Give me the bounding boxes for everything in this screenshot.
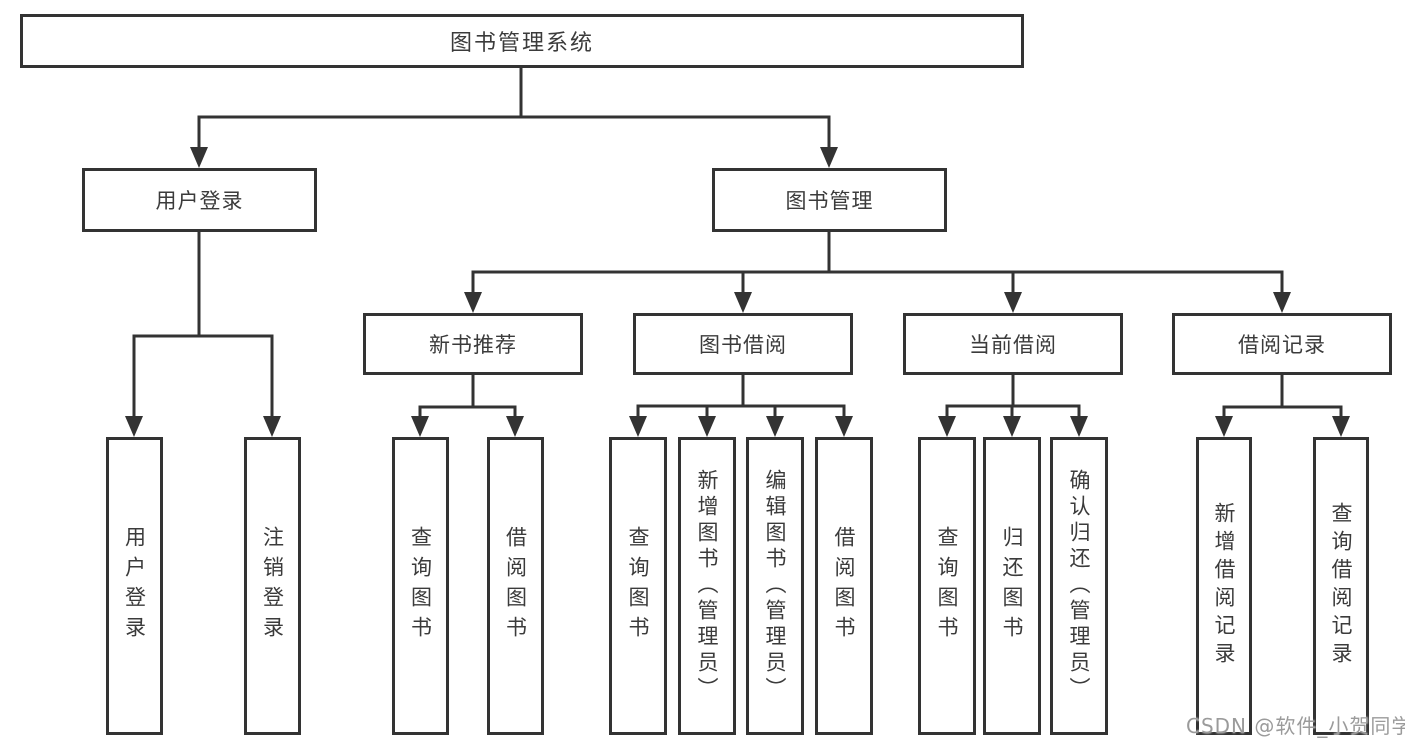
node-book-mgmt-branch: 图书管理 — [712, 168, 947, 232]
arrowheads-level2 — [190, 147, 838, 168]
node-book-mgmt-branch-label: 图书管理 — [785, 189, 874, 213]
connector-root-to-level2 — [197, 68, 831, 151]
leaf-current-return-books-label: 归还图书 — [1000, 526, 1024, 646]
leaf-borrow-edit-books-admin-label: 编辑图书（管理员） — [763, 469, 787, 703]
leaf-records-query-record-label: 查询借阅记录 — [1329, 502, 1353, 670]
leaf-logout: 注销登录 — [244, 437, 301, 735]
leaf-records-add-record: 新增借阅记录 — [1196, 437, 1252, 735]
leaf-borrow-query-books: 查询图书 — [609, 437, 667, 735]
connector-user-login-to-leaves — [132, 232, 274, 420]
node-current-borrow: 当前借阅 — [903, 313, 1123, 375]
leaf-current-query-books-label: 查询图书 — [935, 526, 959, 646]
node-new-book-rec: 新书推荐 — [363, 313, 583, 375]
leaf-borrow-borrow-books: 借阅图书 — [815, 437, 873, 735]
leaf-records-query-record: 查询借阅记录 — [1313, 437, 1369, 735]
node-book-borrow: 图书借阅 — [633, 313, 853, 375]
arrowheads-level3 — [464, 292, 1291, 313]
arrowheads-user-login-leaves — [125, 416, 281, 437]
node-borrow-records: 借阅记录 — [1172, 313, 1392, 375]
node-root-label: 图书管理系统 — [449, 31, 594, 56]
node-new-book-rec-label: 新书推荐 — [429, 333, 517, 357]
leaf-user-login-label: 用户登录 — [122, 526, 147, 646]
csdn-watermark: CSDN @软件_小贺同学 — [1186, 714, 1405, 738]
leaf-newbook-borrow-books: 借阅图书 — [487, 437, 544, 735]
leaf-current-return-books: 归还图书 — [983, 437, 1041, 735]
connector-book-mgmt-to-level3 — [471, 232, 1284, 296]
node-current-borrow-label: 当前借阅 — [969, 333, 1057, 357]
node-book-borrow-label: 图书借阅 — [699, 333, 787, 357]
leaf-user-login: 用户登录 — [106, 437, 163, 735]
node-user-login-branch: 用户登录 — [82, 168, 317, 232]
arrowheads-current-borrow-leaves — [938, 416, 1088, 437]
connector-new-book-rec-to-leaves — [418, 375, 517, 420]
connector-book-borrow-to-leaves — [636, 375, 846, 420]
leaf-borrow-borrow-books-label: 借阅图书 — [832, 526, 856, 646]
node-root-library-system: 图书管理系统 — [20, 14, 1024, 68]
leaf-current-query-books: 查询图书 — [918, 437, 976, 735]
leaf-records-add-record-label: 新增借阅记录 — [1212, 502, 1236, 670]
arrowheads-new-book-rec-leaves — [411, 416, 524, 437]
leaf-borrow-edit-books-admin: 编辑图书（管理员） — [746, 437, 804, 735]
arrowheads-borrow-records-leaves — [1215, 416, 1350, 437]
connector-borrow-records-to-leaves — [1222, 375, 1343, 420]
connector-current-borrow-to-leaves — [945, 375, 1081, 420]
leaf-borrow-add-books-admin: 新增图书（管理员） — [678, 437, 736, 735]
node-borrow-records-label: 借阅记录 — [1238, 333, 1326, 357]
leaf-newbook-query-books-label: 查询图书 — [408, 526, 433, 646]
leaf-borrow-query-books-label: 查询图书 — [626, 526, 650, 646]
node-user-login-branch-label: 用户登录 — [155, 189, 244, 213]
leaf-newbook-query-books: 查询图书 — [392, 437, 449, 735]
arrowheads-book-borrow-leaves — [629, 416, 853, 437]
leaf-current-confirm-return-admin-label: 确认归还（管理员） — [1067, 469, 1091, 703]
leaf-current-confirm-return-admin: 确认归还（管理员） — [1050, 437, 1108, 735]
leaf-newbook-borrow-books-label: 借阅图书 — [503, 526, 528, 646]
leaf-logout-label: 注销登录 — [260, 526, 285, 646]
leaf-borrow-add-books-admin-label: 新增图书（管理员） — [695, 469, 719, 703]
